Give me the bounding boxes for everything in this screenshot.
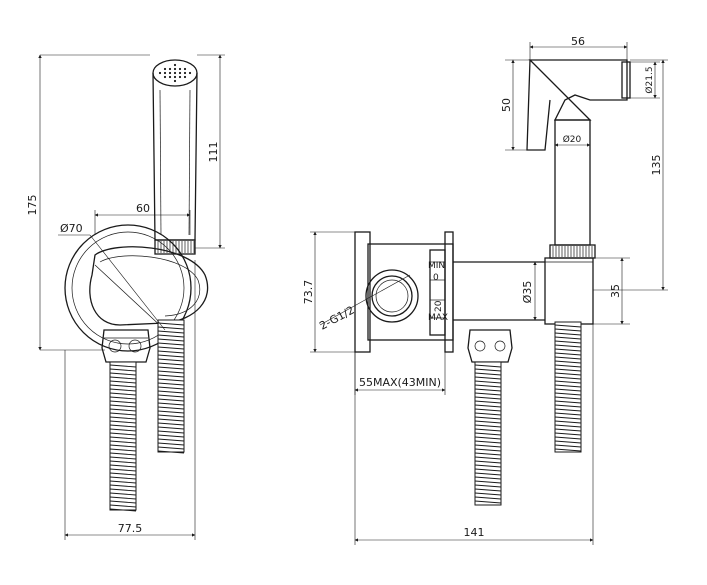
- max-mark: MAX: [428, 313, 448, 323]
- dim-56-label: 56: [571, 35, 585, 48]
- dim-77-5-label: 77.5: [118, 522, 143, 535]
- scale-top: 0: [433, 273, 439, 283]
- hose-right-front: [157, 319, 185, 454]
- dim-d21-5: Ø21.5: [630, 61, 660, 99]
- dim-50-label: 50: [500, 98, 513, 112]
- dim-175: 175: [26, 54, 150, 351]
- front-view: 175 111 60 Ø70 77.5: [26, 54, 225, 540]
- handshower-head: [152, 59, 198, 255]
- dim-111: 111: [195, 54, 225, 249]
- side-handle: [526, 59, 631, 151]
- dim-55max-label: 55MAX(43MIN): [359, 376, 441, 389]
- scale-bottom: 20: [434, 300, 444, 312]
- dim-thread-label: 2-G1/2: [317, 304, 356, 333]
- hose-side-right: [554, 321, 582, 453]
- wall-flange: [64, 224, 209, 352]
- dim-141-label: 141: [464, 526, 485, 539]
- dim-d70: Ø70: [58, 222, 166, 331]
- hose-nut-side: [467, 329, 513, 363]
- dim-55max: 55MAX(43MIN): [354, 352, 446, 395]
- valve-body: MIN MAX 0 20: [354, 231, 454, 353]
- dim-d70-label: Ø70: [60, 222, 83, 235]
- dim-60-label: 60: [136, 202, 150, 215]
- dim-d35-label: Ø35: [521, 281, 534, 304]
- dim-35-label: 35: [609, 284, 622, 298]
- dim-135-label: 135: [650, 155, 663, 176]
- hose-nut-left: [101, 329, 151, 363]
- dim-d35: Ø35: [521, 261, 537, 321]
- dim-73-7-label: 73.7: [302, 280, 315, 305]
- dim-56: 56: [529, 35, 628, 60]
- dim-111-label: 111: [207, 142, 220, 163]
- side-view: MIN MAX 0 20: [302, 35, 668, 545]
- dim-thread: 2-G1/2: [317, 274, 411, 333]
- dim-50: 50: [500, 59, 530, 151]
- dim-135: 135: [593, 59, 668, 291]
- stem: [549, 119, 596, 259]
- dim-73-7: 73.7: [302, 231, 355, 353]
- dim-141: 141: [354, 324, 594, 545]
- dim-77-5: 77.5: [64, 260, 196, 540]
- dim-d20: Ø20: [554, 134, 591, 147]
- hose-left: [109, 361, 137, 512]
- hose-side-left: [474, 361, 502, 506]
- min-mark: MIN: [428, 261, 445, 271]
- dim-35: 35: [593, 257, 630, 325]
- spray-nozzles: [158, 63, 192, 83]
- dim-d20-label: Ø20: [563, 134, 582, 145]
- dim-60: 60: [94, 202, 191, 235]
- dim-d21-5-label: Ø21.5: [644, 66, 655, 93]
- dim-175-label: 175: [26, 195, 39, 216]
